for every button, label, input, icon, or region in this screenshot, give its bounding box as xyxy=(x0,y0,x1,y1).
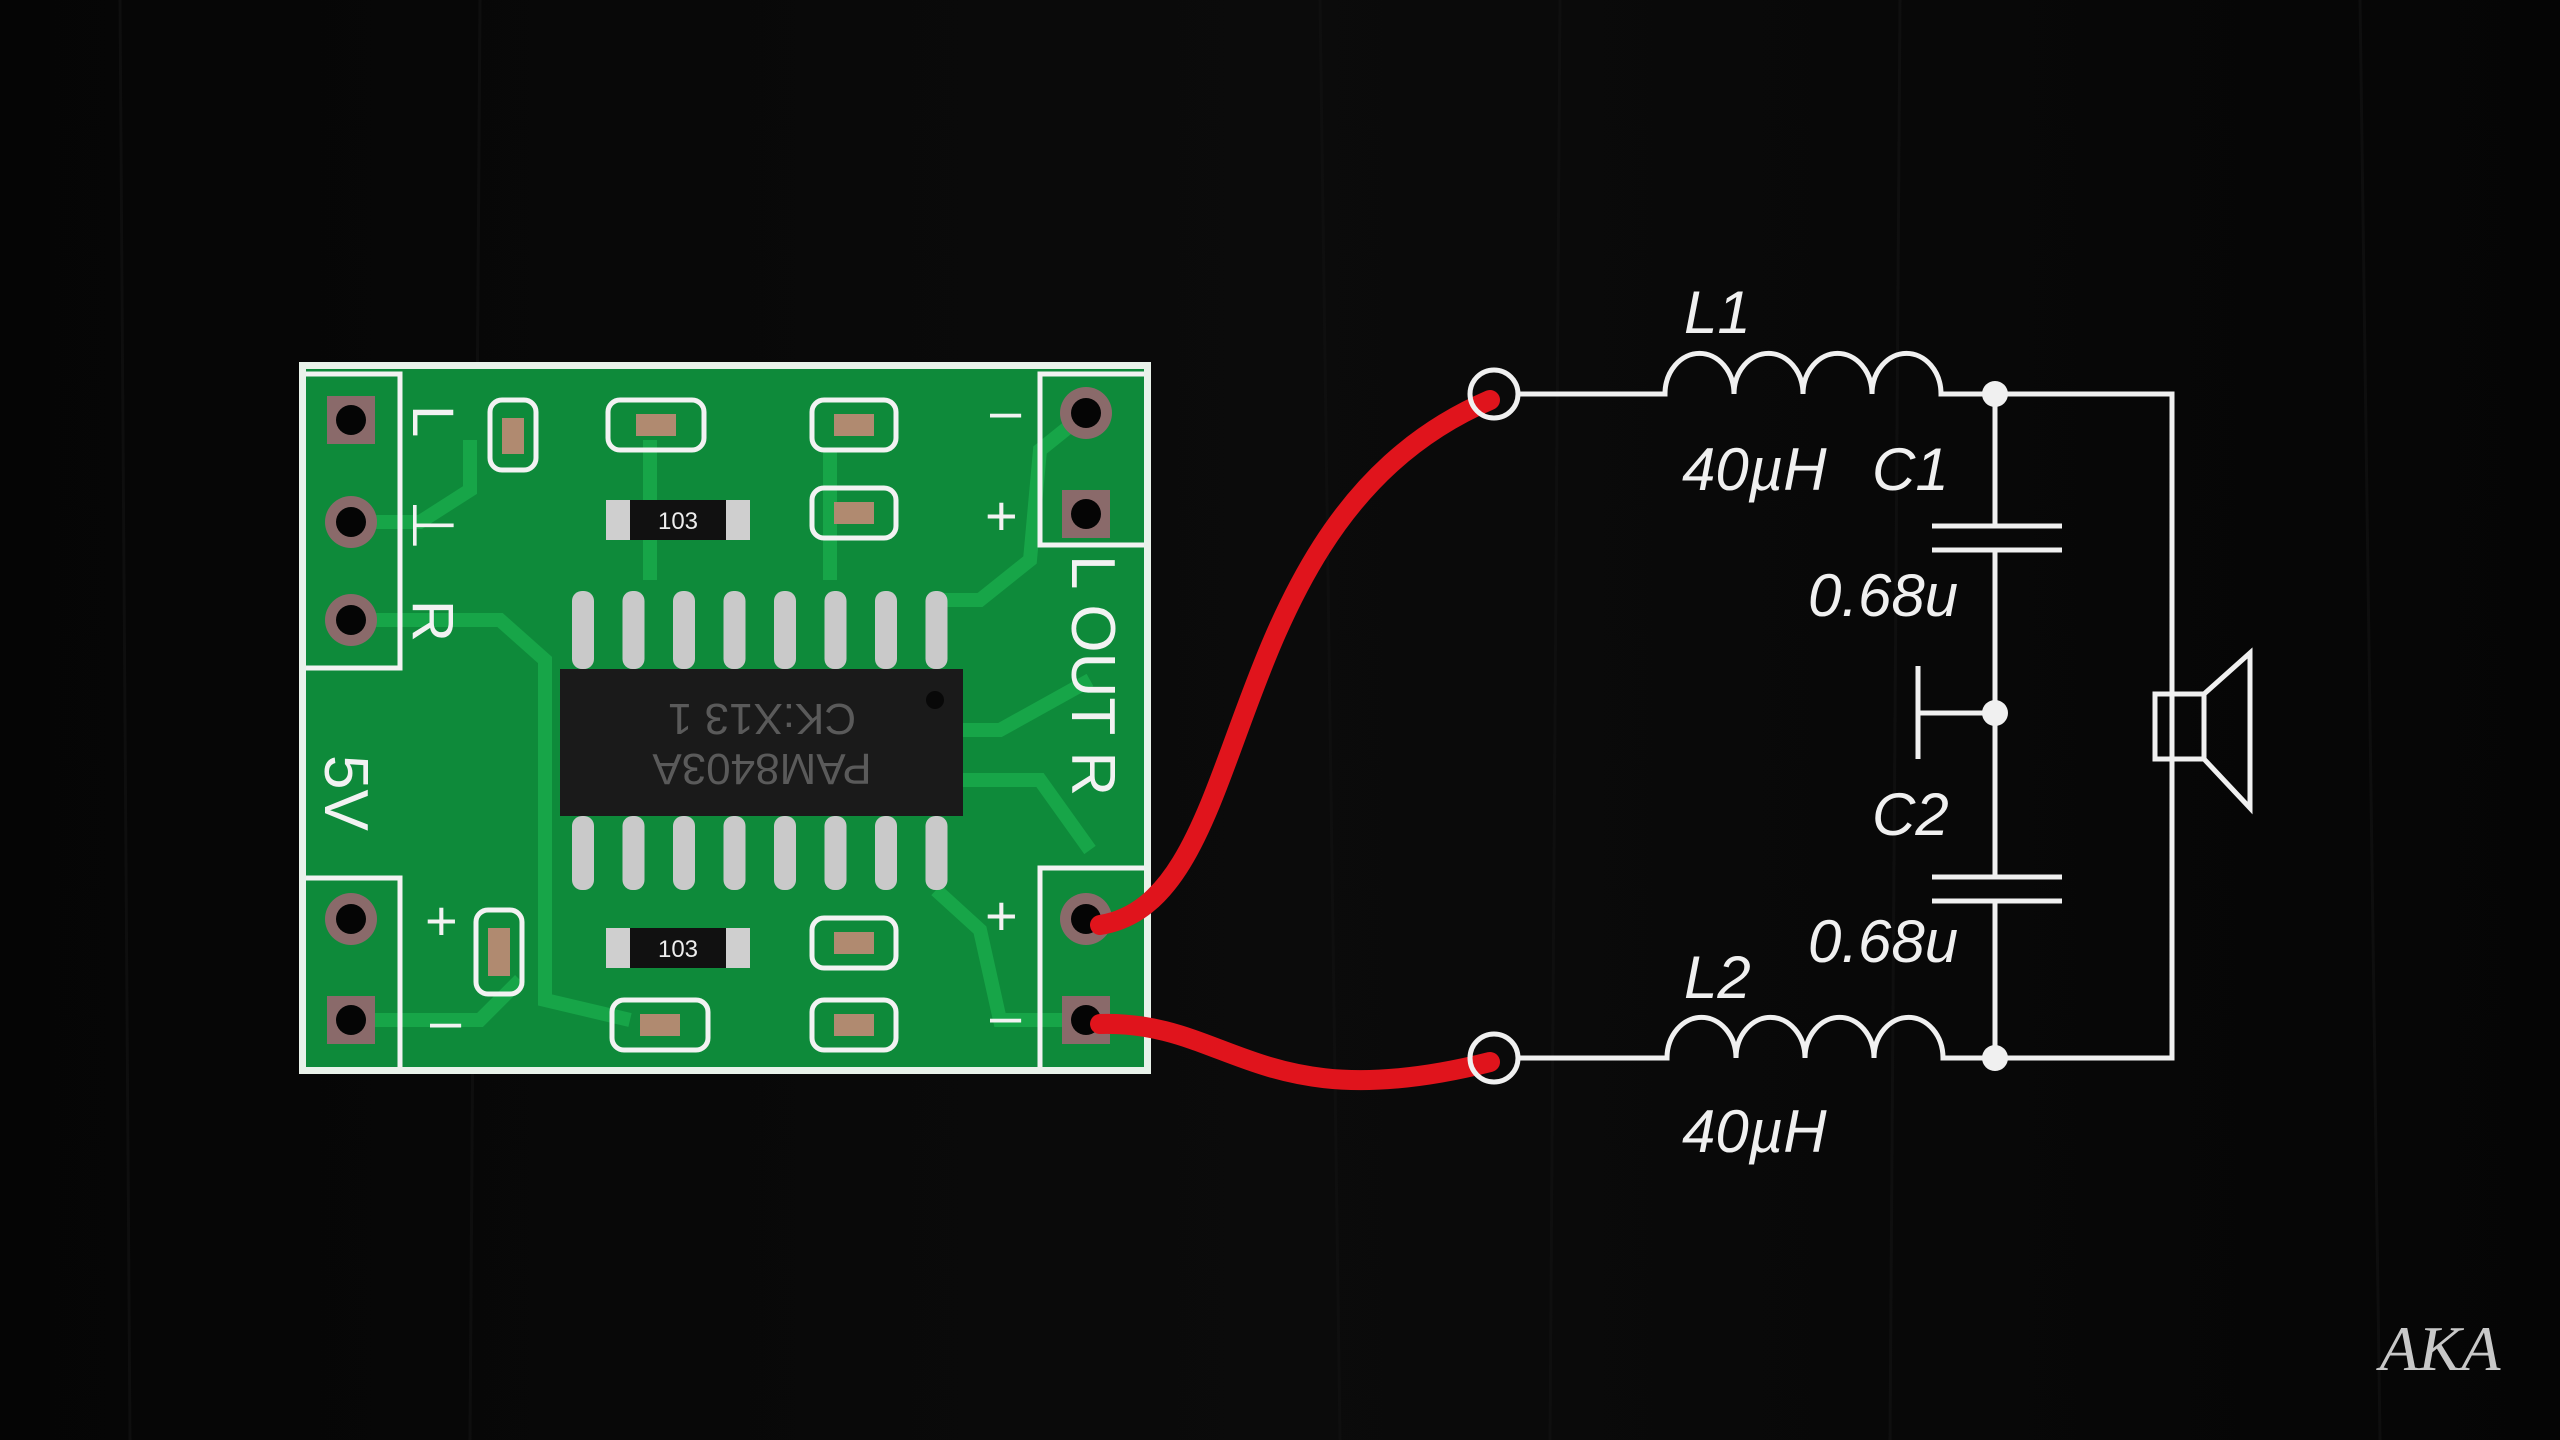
silkscreen-outlines xyxy=(306,371,1144,1067)
chip-marking-line2: CK:X13 1 xyxy=(668,694,856,743)
c1-name: C1 xyxy=(1872,436,1949,503)
label-plus-power: + xyxy=(425,889,458,952)
c2-name: C2 xyxy=(1872,781,1949,848)
chip-body xyxy=(560,669,963,816)
c2-value: 0.68u xyxy=(1808,908,1958,975)
junction-dots xyxy=(1982,381,2008,1071)
aka-watermark-logo: AKA xyxy=(2376,1313,2502,1384)
chip-pin xyxy=(925,591,948,669)
chip-pin xyxy=(572,816,594,890)
label-l-out-r: L OUT R xyxy=(1058,555,1127,796)
label-right-input: R xyxy=(400,600,465,642)
l1-value: 40µH xyxy=(1682,436,1827,503)
chip-pin xyxy=(622,591,645,669)
resistor-code: 103 xyxy=(658,508,698,535)
chip-pin xyxy=(824,816,847,890)
label-5v: 5V xyxy=(311,755,380,831)
l2-name: L2 xyxy=(1684,944,1751,1011)
label-plus-top: + xyxy=(985,484,1018,547)
resistor-bottom: 103 xyxy=(606,928,750,968)
chip-pin xyxy=(723,816,746,890)
chip-pin xyxy=(723,591,746,669)
chip-pin xyxy=(673,816,695,890)
chip-pin xyxy=(622,816,645,890)
chip-pin xyxy=(774,816,796,890)
chip-pin xyxy=(824,591,847,669)
label-plus-bottom: + xyxy=(985,884,1018,947)
chip-marking-line1: PAM8403A xyxy=(652,744,872,793)
red-wires xyxy=(1090,390,1500,1091)
chip-pin xyxy=(774,591,796,669)
pam8403-amplifier-board: L ⊥ R 5V L OUT R – + + – + – xyxy=(299,362,1151,1074)
speaker-cone xyxy=(2201,647,2253,815)
chip-pins xyxy=(572,591,948,890)
label-minus-bottom: – xyxy=(990,984,1022,1047)
resistor-top: 103 xyxy=(606,500,750,540)
wire-negative xyxy=(1090,1013,1500,1091)
label-ground: ⊥ xyxy=(400,500,465,551)
resistor-code: 103 xyxy=(658,936,698,963)
smd-capacitors xyxy=(473,397,899,1053)
pam8403-chip: PAM8403A CK:X13 1 xyxy=(560,591,963,890)
header-pads xyxy=(325,387,1112,1044)
chip-pin xyxy=(572,591,594,669)
c1-value: 0.68u xyxy=(1808,562,1958,629)
wire-positive xyxy=(1090,390,1500,935)
label-left-input: L xyxy=(400,405,465,437)
label-minus-power: – xyxy=(430,989,462,1052)
crossover-schematic xyxy=(1467,350,2253,1085)
chip-pin xyxy=(925,816,948,890)
chip-pin xyxy=(875,591,897,669)
label-minus-top: – xyxy=(990,379,1022,442)
pin1-marker xyxy=(926,691,944,709)
inductor-loop xyxy=(1518,350,2175,1061)
chip-pin xyxy=(673,591,695,669)
l2-value: 40µH xyxy=(1682,1098,1827,1165)
chip-pin xyxy=(875,816,897,890)
l1-name: L1 xyxy=(1684,279,1751,346)
